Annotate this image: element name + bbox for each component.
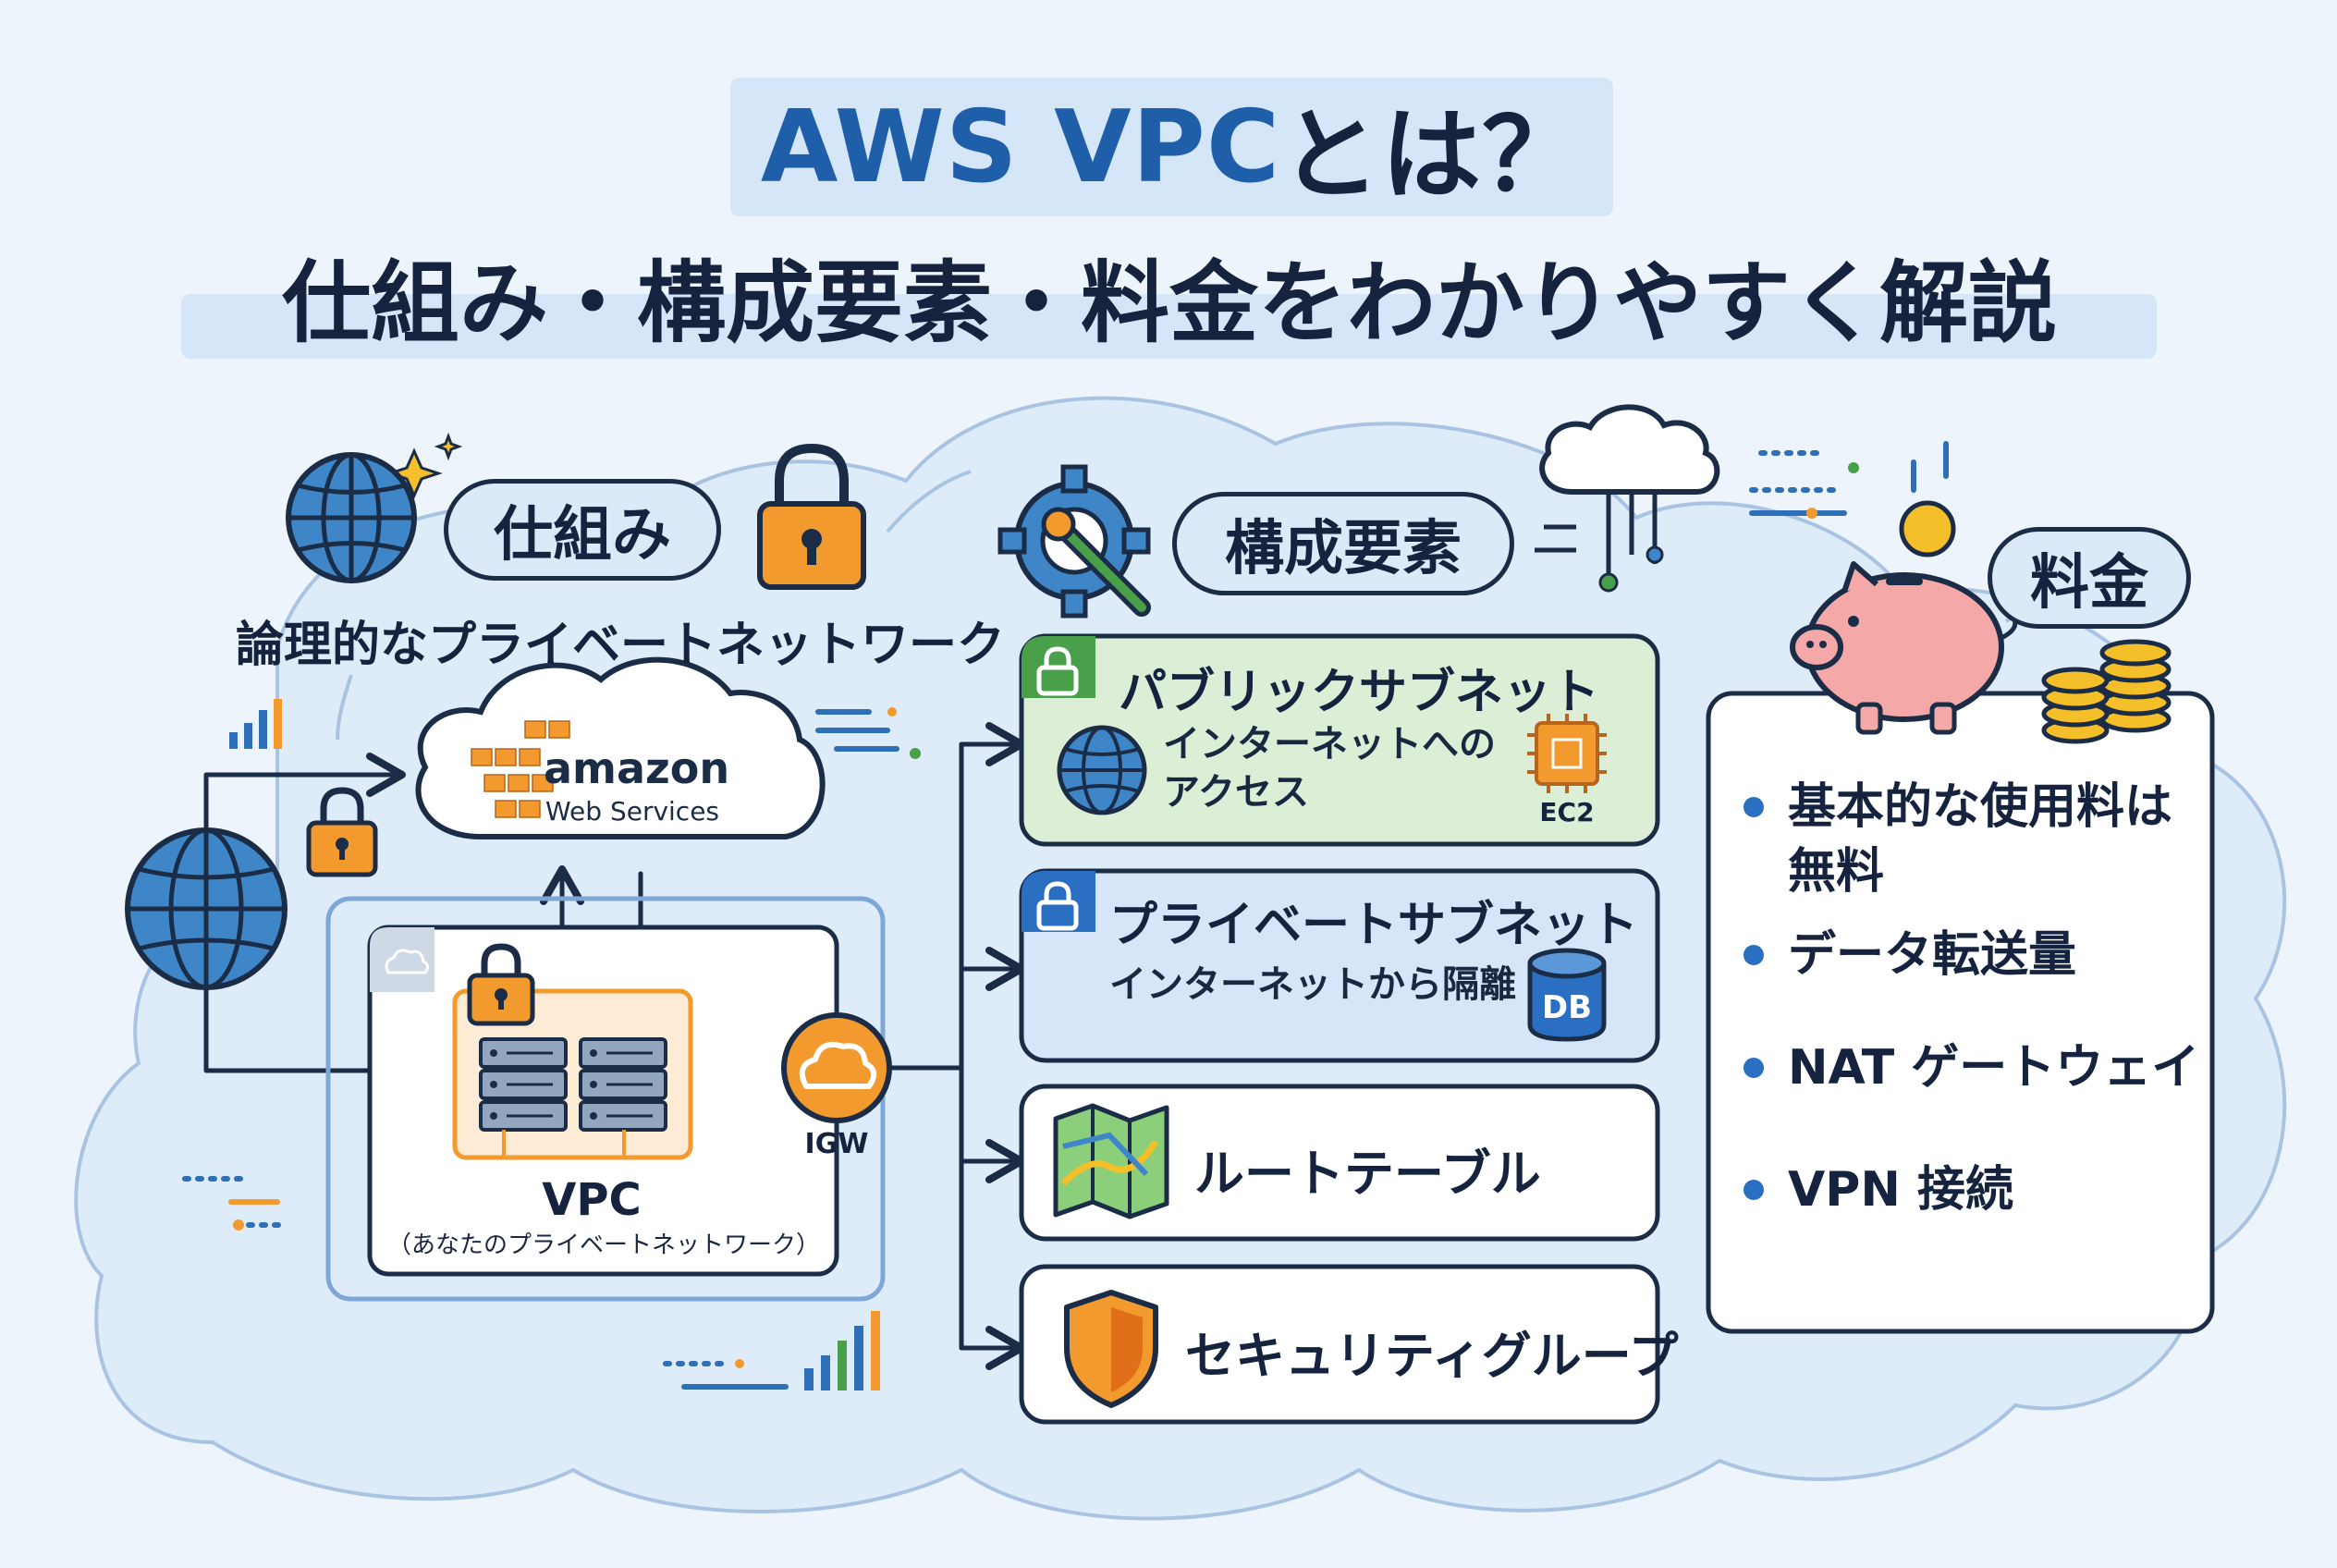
chip-icon — [1527, 714, 1607, 793]
padlock-icon — [306, 787, 378, 877]
title-aws-vpc: AWS VPC — [760, 89, 1281, 205]
route-table-label: ルートテーブル — [1194, 1145, 1541, 1203]
title-towa: とは？ — [1280, 98, 1584, 214]
security-group-box — [1019, 1264, 1660, 1425]
db-label: DB — [1541, 989, 1593, 1026]
lock-badge-icon — [1022, 636, 1095, 698]
aws-cloud — [415, 656, 826, 839]
padlock-icon — [757, 443, 866, 590]
globe-icon — [286, 452, 417, 583]
components-pill: 構成要素 — [1172, 492, 1514, 595]
mechanism-pill: 仕組み — [444, 479, 721, 581]
public-subnet-title: パブリックサブネット — [1119, 665, 1600, 720]
mechanism-caption: 論理的なプライベートネットワーク — [236, 618, 1006, 673]
igw-label: IGW — [804, 1128, 869, 1160]
private-subnet-box — [1019, 868, 1660, 1063]
database-icon — [1527, 948, 1607, 1042]
vpc-sublabel: （あなたのプライベートネットワーク） — [386, 1231, 820, 1259]
globe-icon — [1057, 725, 1147, 815]
dots-lines-icon — [663, 1359, 789, 1390]
private-subnet-desc: インターネットから隔離 — [1109, 963, 1516, 1006]
cloud-network-icon — [1535, 404, 1720, 593]
bullet-dot — [1744, 1180, 1764, 1200]
padlock-icon — [467, 943, 535, 1026]
coin-stack-icon — [2041, 639, 2172, 744]
dots-lines-icon — [182, 1176, 285, 1231]
bullet-dot — [1744, 1058, 1764, 1078]
lock-badge-icon — [1022, 871, 1095, 932]
server-icon — [579, 1037, 667, 1158]
title-highlight — [730, 78, 1613, 216]
pricing-item: データ転送量 — [1744, 923, 2199, 1035]
page-subtitle: 仕組み・構成要素・料金をわかりやすく解説 — [282, 251, 2057, 355]
dots-lines-icon — [815, 707, 921, 759]
subtitle-highlight — [181, 294, 2157, 359]
ec2-label: EC2 — [1539, 797, 1595, 827]
dots-lines-icon — [1749, 441, 1949, 519]
coin-icon — [1899, 500, 1956, 557]
pricing-list: 基本的な使用料は無料 データ転送量 NAT ゲートウェイ VPN 接続 — [1744, 775, 2199, 1250]
pricing-item-text: VPN 接続 — [1788, 1162, 2013, 1218]
shield-icon — [1064, 1290, 1158, 1408]
sparkle-icon — [385, 432, 463, 499]
piggy-bank-icon — [1790, 561, 2018, 735]
cloud-tab-icon — [370, 927, 434, 992]
server-icon — [479, 1037, 568, 1158]
igw-icon — [781, 1012, 892, 1123]
pricing-item: 基本的な使用料は無料 — [1744, 775, 2196, 904]
vpc-outer-frame — [325, 896, 886, 1302]
aws-logo-subtext: Web Services — [545, 796, 720, 827]
private-subnet-title: プライベートサブネット — [1109, 898, 1639, 953]
pricing-item-text: NAT ゲートウェイ — [1788, 1040, 2200, 1096]
bullet-dot — [1744, 797, 1764, 817]
aws-cubes-logo — [471, 720, 570, 818]
pricing-pill: 料金 — [1988, 527, 2191, 629]
pricing-item: NAT ゲートウェイ — [1744, 1035, 2199, 1158]
pricing-item-text: 基本的な使用料は無料 — [1788, 779, 2173, 900]
map-icon — [1053, 1103, 1169, 1219]
gear-wrench-icon — [997, 464, 1151, 619]
signal-bars-icon — [804, 1311, 880, 1390]
globe-icon — [125, 827, 288, 990]
vpc-label: VPC — [542, 1174, 642, 1226]
public-subnet-box — [1019, 633, 1660, 847]
component-arrows — [887, 722, 1025, 1370]
route-table-box — [1019, 1084, 1660, 1242]
aws-logo-text: amazon — [544, 743, 730, 793]
security-group-label: セキュリティグループ — [1185, 1327, 1679, 1385]
pricing-item: VPN 接続 — [1744, 1158, 2199, 1250]
pricing-item-text: データ転送量 — [1788, 927, 2077, 983]
public-subnet-desc-1: インターネットへの — [1163, 723, 1496, 766]
public-subnet-desc-2: アクセス — [1163, 771, 1309, 814]
bullet-dot — [1744, 945, 1764, 965]
signal-bars-icon — [229, 699, 282, 749]
